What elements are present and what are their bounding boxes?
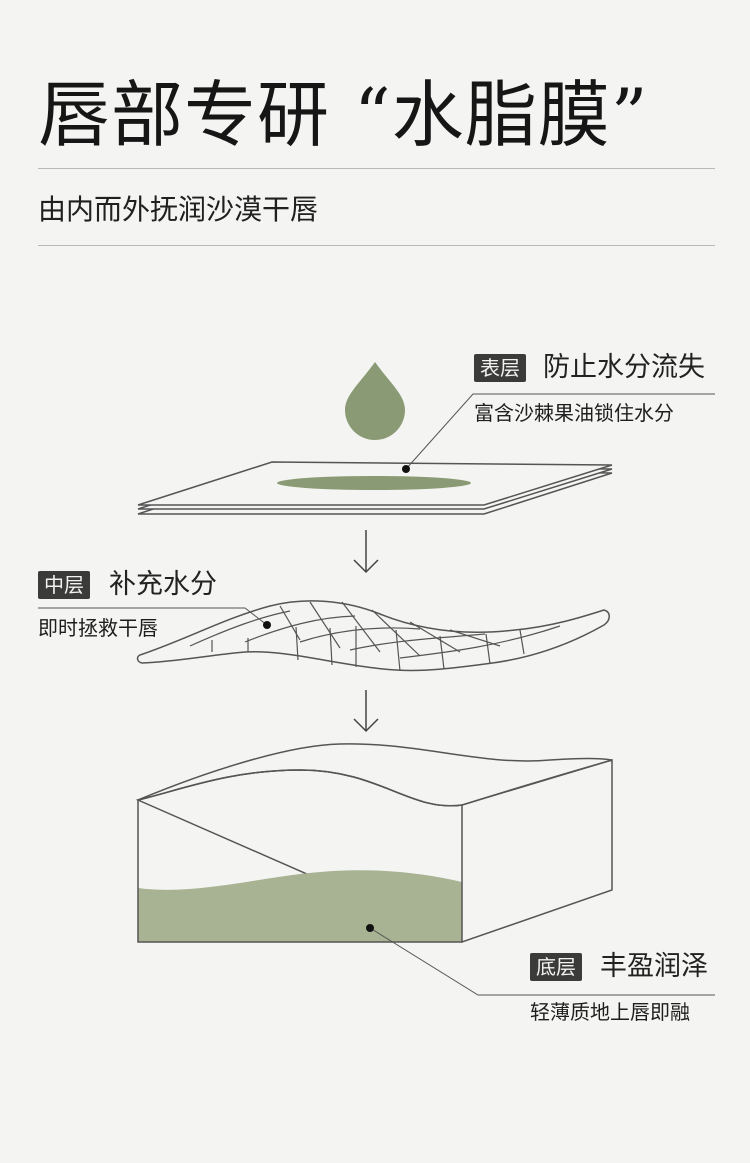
middle-layer-grid-sheet: [136, 600, 610, 672]
bottom-layer-leader: [369, 927, 715, 996]
top-layer-leader: [405, 393, 715, 470]
page-subtitle: 由内而外抚润沙漠干唇: [38, 193, 319, 226]
middle-layer-leader: [38, 607, 268, 626]
middle-layer-dot: [263, 621, 271, 629]
middle-layer-description: 即时拯救干唇: [38, 616, 158, 640]
title-divider: [38, 168, 715, 169]
middle-layer-heading: 补充水分: [109, 569, 217, 600]
water-drop-icon: [345, 362, 405, 440]
arrow-down-icon: [353, 690, 379, 733]
top-layer-dot: [402, 465, 410, 473]
top-layer-description: 富含沙棘果油锁住水分: [474, 401, 674, 425]
top-layer-heading: 防止水分流失: [543, 352, 705, 383]
top-layer-oil-film: [277, 476, 471, 490]
bottom-layer-tag: 底层: [530, 953, 582, 981]
subtitle-divider: [38, 245, 715, 246]
middle-layer-tag: 中层: [38, 571, 90, 599]
top-layer-tag: 表层: [474, 354, 526, 382]
bottom-layer-block: [135, 743, 613, 943]
bottom-layer-description: 轻薄质地上唇即融: [530, 1000, 690, 1024]
arrow-down-icon: [353, 530, 379, 574]
bottom-layer-dot: [366, 924, 374, 932]
bottom-layer-heading: 丰盈润泽: [600, 951, 708, 982]
page-title: 唇部专研 “水脂膜”: [38, 73, 649, 157]
